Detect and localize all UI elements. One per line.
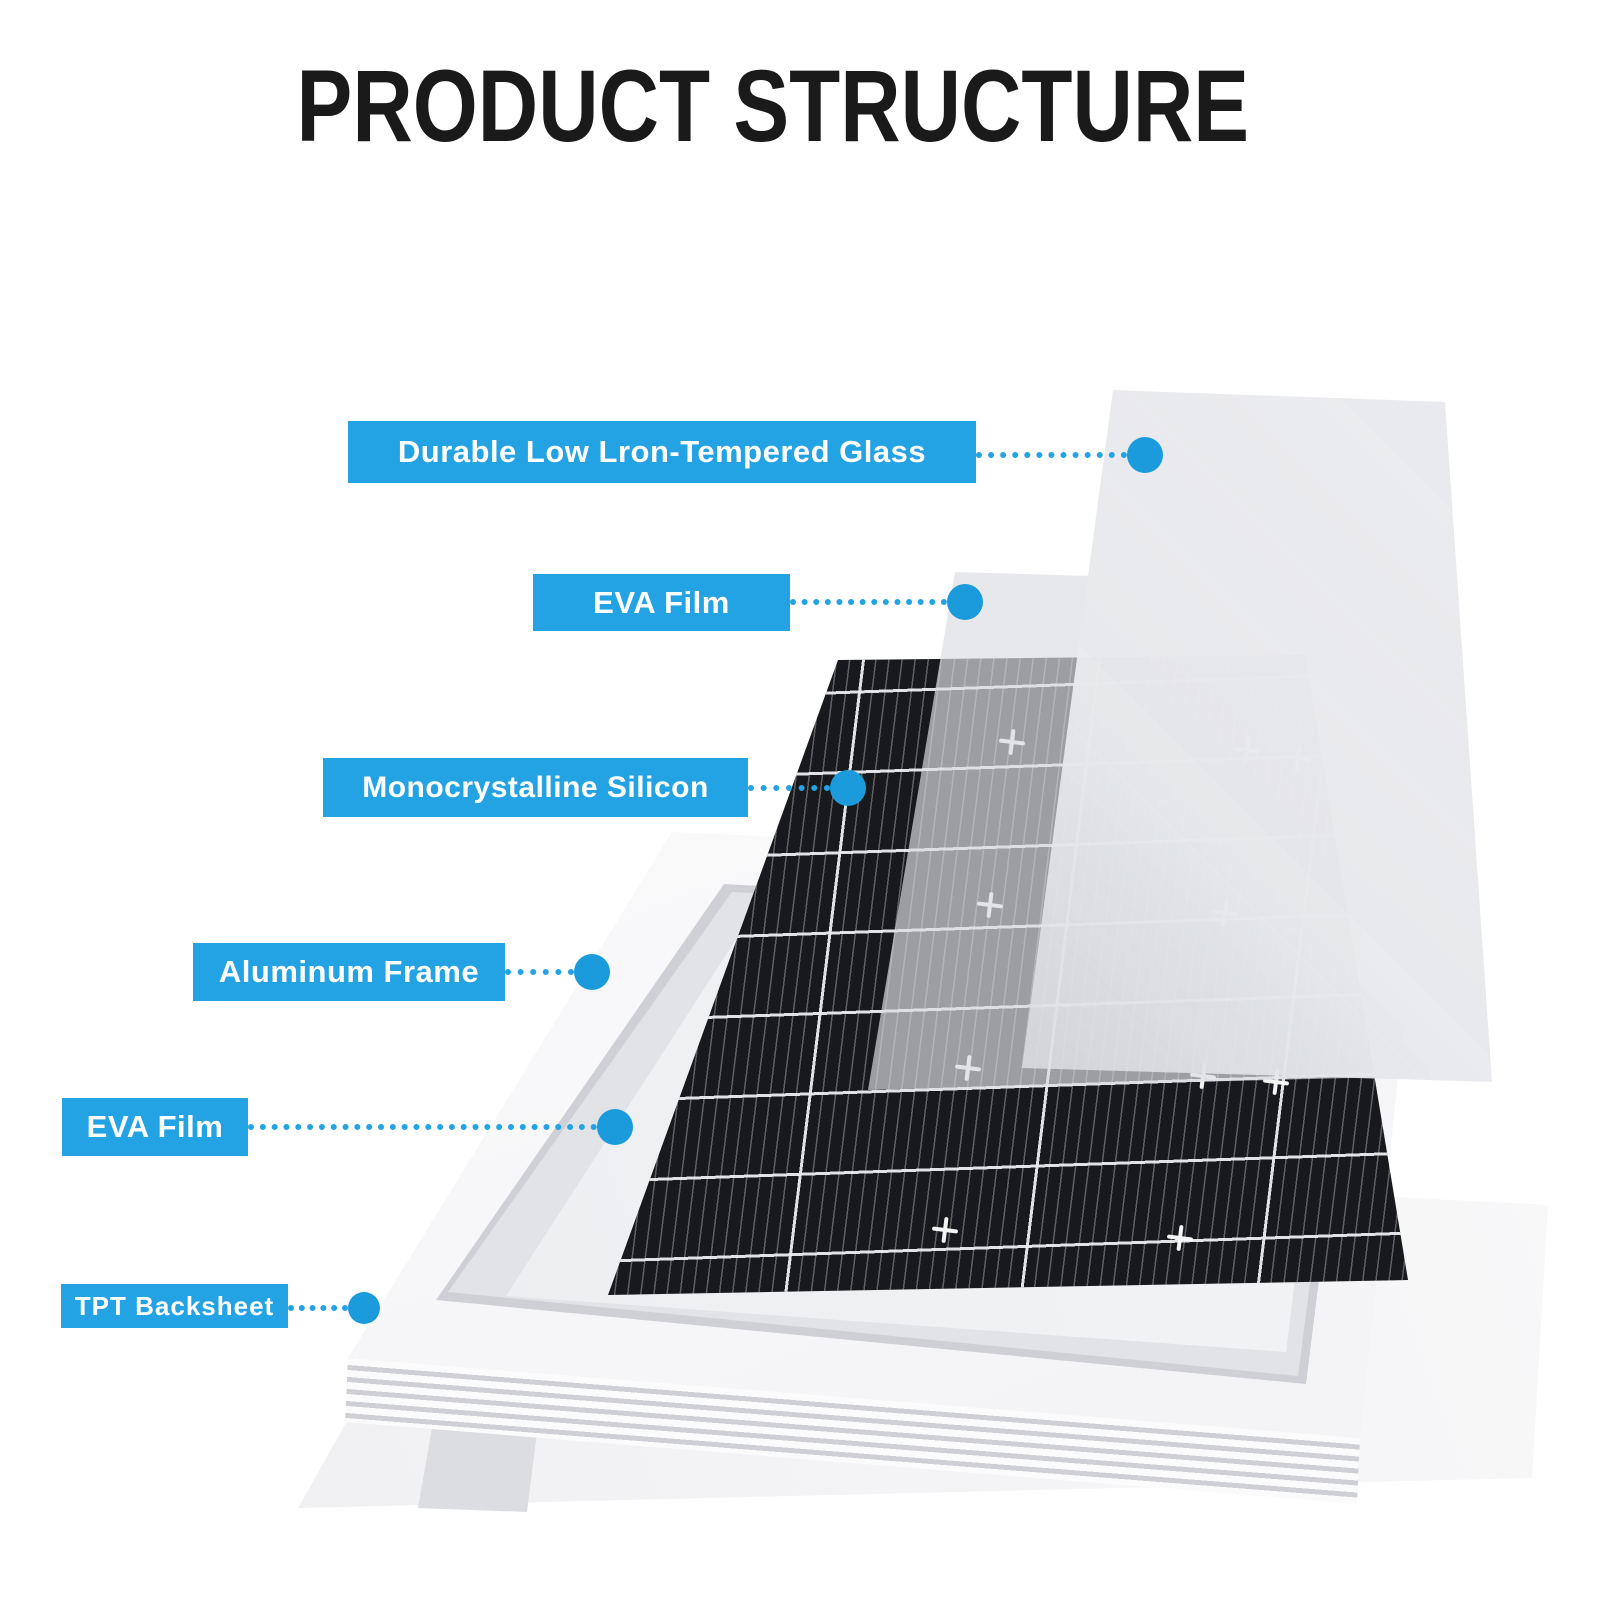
callout-label-aluminum-frame: Aluminum Frame (193, 943, 505, 1001)
connector-dot (574, 954, 610, 990)
callout-label-eva-film-bottom: EVA Film (62, 1098, 248, 1156)
callout-label-eva-film-top: EVA Film (533, 574, 790, 631)
connector-dot (1127, 437, 1163, 473)
connector-dot (830, 770, 866, 806)
callout-label-monocrystalline-silicon: Monocrystalline Silicon (323, 758, 748, 817)
callout-label-tpt-backsheet: TPT Backsheet (61, 1284, 288, 1328)
sparkle-mark (1166, 1224, 1195, 1253)
connector-line (748, 785, 830, 791)
callout-label-tempered-glass: Durable Low Lron-Tempered Glass (348, 421, 976, 483)
connector-line (790, 599, 947, 605)
connector-dot (947, 584, 983, 620)
connector-line (288, 1305, 348, 1311)
connector-dot (597, 1109, 633, 1145)
sparkle-mark (931, 1216, 960, 1245)
connector-dot (348, 1292, 380, 1324)
connector-line (505, 969, 574, 975)
connector-line (976, 452, 1127, 458)
page-title: PRODUCT STRUCTURE (296, 49, 1249, 163)
connector-line (248, 1124, 597, 1130)
